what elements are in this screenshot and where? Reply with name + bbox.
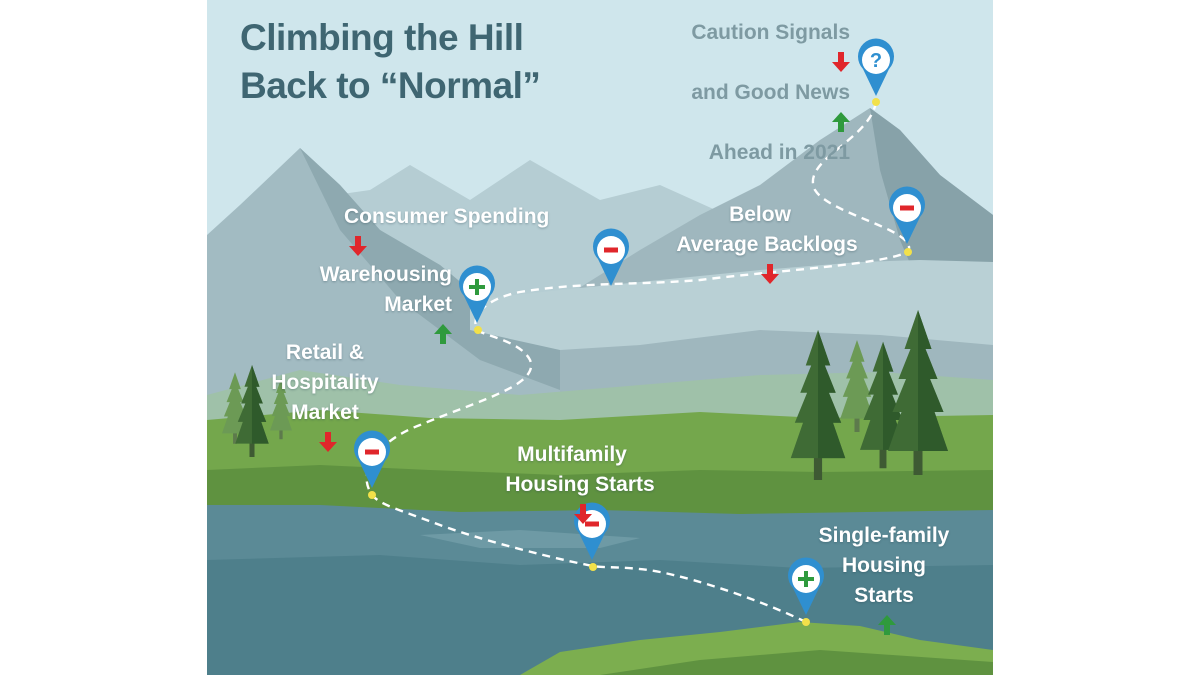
label-multifamily-housing-starts: Multifamily Housing Starts <box>480 440 680 530</box>
label-consumer-spending: Consumer Spending <box>344 202 549 262</box>
mid-ridge <box>470 260 993 350</box>
plus-icon <box>469 279 485 295</box>
label-retail-hospitality-market: Retail & Hospitality Market <box>250 338 400 458</box>
down-arrow-icon <box>573 504 592 524</box>
label-warehousing-market: Warehousing Market <box>290 260 452 350</box>
map-pin-single-family <box>787 557 824 615</box>
down-arrow-icon <box>349 236 367 256</box>
map-pin-backlogs <box>889 186 925 244</box>
map-pin-retail <box>354 430 391 488</box>
minus-icon <box>585 521 599 527</box>
question-icon: ? <box>870 50 882 72</box>
minus-icon <box>604 247 618 253</box>
down-arrow-icon <box>832 52 850 72</box>
title-line-1: Climbing the Hill <box>240 17 524 58</box>
up-arrow-icon <box>434 324 452 344</box>
plus-icon <box>798 571 814 587</box>
trail-path <box>365 101 911 624</box>
label-caution-signals: Caution Signals and Good News Ahead in 2… <box>691 21 850 164</box>
label-single-family-housing-starts: Single-family Housing Starts <box>800 521 968 641</box>
minus-icon <box>900 205 914 211</box>
meadow-dark <box>207 465 993 520</box>
minus-icon <box>365 449 379 455</box>
foreground-island-shade <box>600 650 993 675</box>
label-below-average-backlogs: Below Average Backlogs <box>652 200 882 290</box>
up-arrow-icon <box>877 615 896 635</box>
map-pin-warehousing <box>459 265 495 323</box>
down-arrow-icon <box>760 264 779 284</box>
trail-dots <box>368 98 912 626</box>
title-line-2: Back to “Normal” <box>240 65 541 106</box>
map-pin-consumer <box>593 228 629 286</box>
down-arrow-icon <box>318 432 337 452</box>
up-arrow-icon <box>832 112 850 132</box>
page-title: Climbing the Hill Back to “Normal” <box>240 14 541 110</box>
map-pin-caution: ? <box>858 38 894 96</box>
